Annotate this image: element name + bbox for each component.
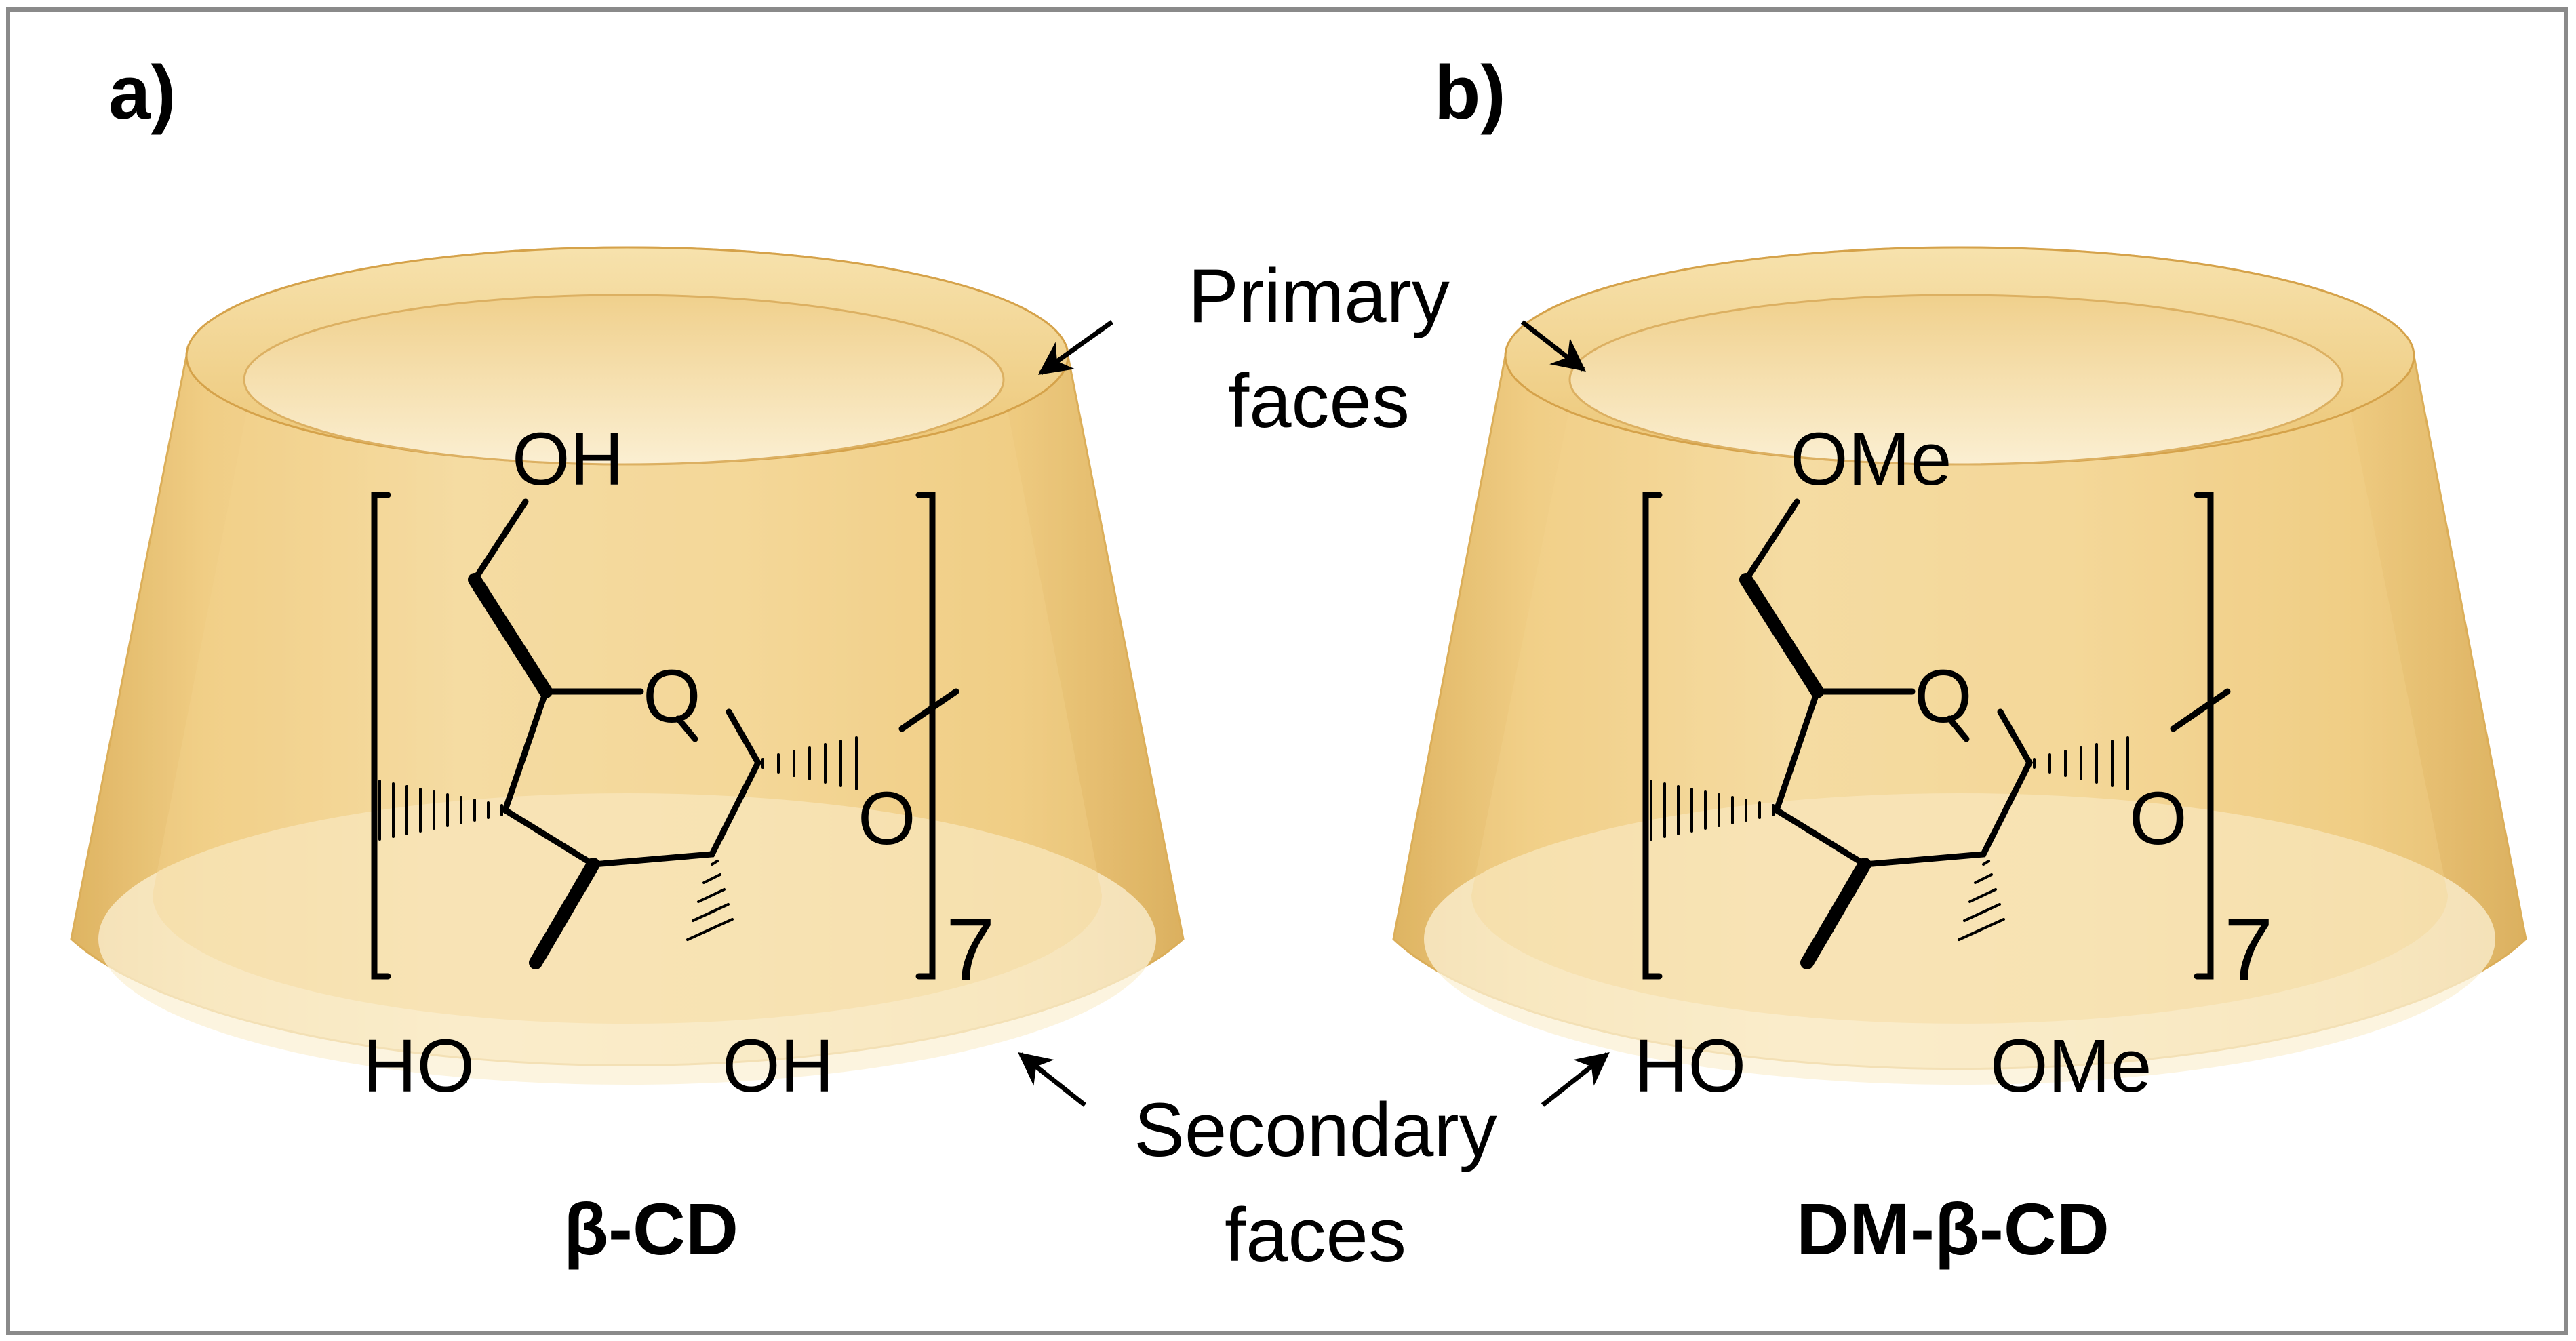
- ring-oxygen-a: O: [643, 655, 701, 738]
- bracket-right-b: [2194, 492, 2214, 980]
- hash-oh-a: [686, 860, 734, 941]
- primary-faces-annotation: Primary faces: [1038, 254, 1586, 443]
- secondary-arrow-left: [1018, 1052, 1087, 1107]
- linker-oxygen-a: O: [858, 777, 916, 860]
- secondary-faces-annotation: Secondary faces: [1018, 1052, 1610, 1277]
- wedge-ho-a: [529, 858, 600, 969]
- bracket-left-a: [371, 492, 391, 980]
- secondary-label-line2: faces: [1225, 1193, 1406, 1277]
- repeat-count-a: 7: [946, 900, 995, 999]
- label-top-b: OMe: [1790, 418, 1951, 501]
- panel-b-name: DM-β-CD: [1796, 1188, 2109, 1270]
- hash-right-a: [761, 736, 858, 790]
- label-left-a: HO: [363, 1024, 475, 1108]
- bond-ome-top-b: [1743, 498, 1800, 583]
- primary-label-line2: faces: [1228, 359, 1410, 443]
- cup-b-inner-wall: [1471, 407, 2448, 1024]
- wedge-ch2-b: [1739, 573, 1824, 698]
- wedge-ho-b: [1800, 858, 1871, 969]
- figure-border: [6, 7, 2568, 1335]
- hash-left-b: [1650, 780, 1775, 841]
- panel-a-letter: a): [108, 50, 176, 135]
- panel-b: b) OMe O O HO OMe 7 DM-β-CD: [1392, 50, 2527, 1270]
- hash-left-a: [378, 780, 503, 841]
- bracket-right-a: [915, 492, 936, 980]
- cup-a-bottom-opening: [98, 793, 1156, 1085]
- repeat-count-b: 7: [2224, 900, 2273, 999]
- ring-oxygen-b: O: [1914, 655, 1973, 738]
- label-top-a: OH: [512, 418, 624, 501]
- ring-bonds-a: [501, 688, 762, 868]
- ring-bond-o-b: [1946, 715, 1970, 742]
- panel-a-name: β-CD: [563, 1188, 738, 1270]
- hash-right-b: [2033, 736, 2129, 790]
- linker-bond-b: [2170, 688, 2231, 732]
- cup-b-top-opening: [1568, 294, 2344, 466]
- panel-a: a) OH O O HO OH 7 β-CD: [70, 50, 1185, 1270]
- ring-bonds-b: [1772, 688, 2034, 868]
- wedge-ch2-a: [468, 573, 553, 698]
- linker-oxygen-b: O: [2129, 777, 2187, 860]
- secondary-arrow-right: [1541, 1052, 1610, 1107]
- bond-oh-top-a: [471, 498, 529, 583]
- label-left-b: HO: [1634, 1024, 1746, 1108]
- secondary-label-line1: Secondary: [1134, 1087, 1497, 1172]
- panel-b-letter: b): [1434, 50, 1506, 135]
- molecule-a: [371, 492, 959, 980]
- cup-a: [70, 246, 1185, 1085]
- primary-arrow-right: [1520, 320, 1586, 372]
- hash-ome-b: [1958, 860, 2005, 941]
- bracket-left-b: [1642, 492, 1663, 980]
- molecule-b: [1642, 492, 2231, 980]
- primary-arrow-left: [1038, 320, 1114, 375]
- primary-label-line1: Primary: [1188, 254, 1450, 338]
- label-right-b: OMe: [1990, 1024, 2152, 1108]
- linker-bond-a: [898, 688, 959, 732]
- cup-a-inner-wall: [153, 407, 1102, 1024]
- label-right-a: OH: [722, 1024, 834, 1108]
- ring-bond-o-a: [675, 715, 698, 742]
- cup-a-top-opening: [243, 294, 1005, 466]
- cup-b: [1392, 246, 2527, 1085]
